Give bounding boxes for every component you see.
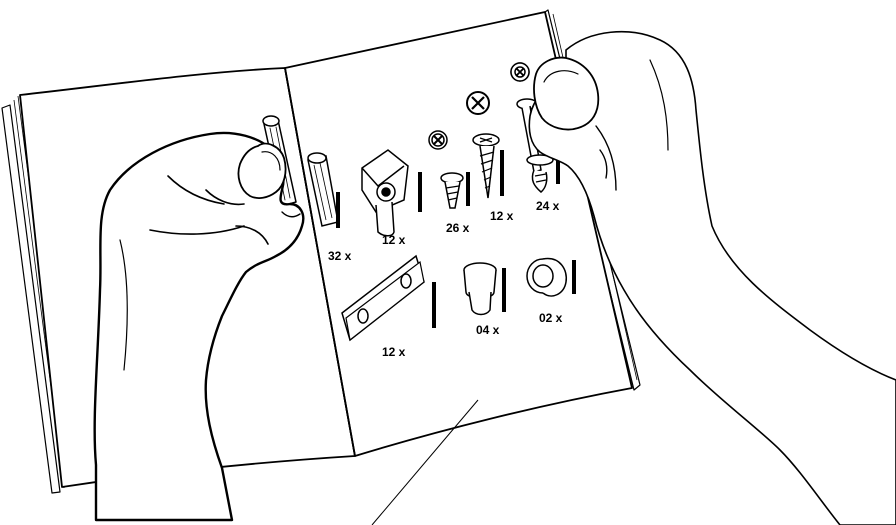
scale-ruler bbox=[502, 268, 506, 312]
scale-ruler bbox=[418, 172, 422, 212]
scale-ruler bbox=[466, 172, 470, 206]
qty-cam-lock: 12 x bbox=[382, 233, 406, 247]
scale-ruler bbox=[500, 150, 504, 196]
qty-dowel: 32 x bbox=[328, 249, 352, 263]
qty-cup-bumper: 04 x bbox=[476, 323, 500, 337]
held-screw bbox=[511, 63, 529, 81]
scale-ruler bbox=[336, 192, 340, 228]
qty-wood-screw: 12 x bbox=[490, 209, 514, 223]
qty-short-screw: 26 x bbox=[446, 221, 470, 235]
qty-round-bumper: 02 x bbox=[539, 311, 563, 325]
scale-ruler bbox=[432, 282, 436, 328]
scale-ruler bbox=[572, 260, 576, 294]
qty-metal-plate: 12 x bbox=[382, 345, 406, 359]
screw-head-icon-1 bbox=[429, 131, 447, 149]
qty-long-screw: 24 x bbox=[536, 199, 560, 213]
screw-head-icon-2 bbox=[467, 92, 489, 114]
